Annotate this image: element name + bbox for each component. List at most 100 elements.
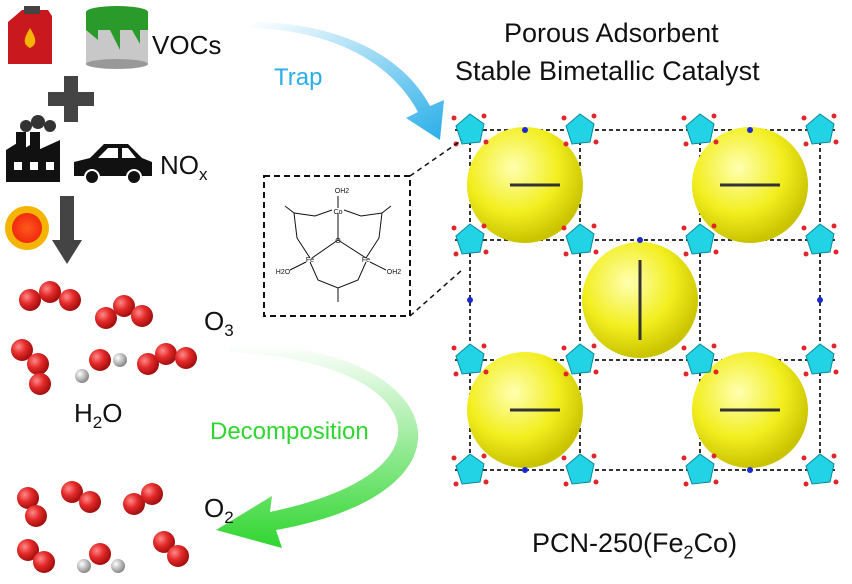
inset-o-center: O bbox=[335, 238, 341, 245]
oxygen-atom bbox=[563, 371, 569, 377]
oxygen-atom bbox=[833, 139, 839, 145]
ozone-molecules bbox=[11, 281, 197, 395]
nitrogen-atom bbox=[637, 237, 643, 243]
oxygen-atom bbox=[801, 345, 807, 351]
fuel-can-icon bbox=[8, 6, 52, 64]
oxygen-atom bbox=[453, 481, 459, 487]
oxygen-atom bbox=[831, 223, 837, 229]
oxygen-atom bbox=[561, 345, 567, 351]
oxygen-atom bbox=[591, 453, 597, 459]
metal-cluster bbox=[685, 223, 715, 255]
oxygen-atom bbox=[711, 113, 717, 119]
vocs-label: VOCs bbox=[152, 30, 222, 60]
metal-cluster bbox=[805, 223, 835, 255]
metal-cluster bbox=[565, 113, 595, 145]
oxygen-atom bbox=[683, 481, 689, 487]
material-post: Co) bbox=[693, 528, 738, 558]
oxygen-atom bbox=[593, 479, 599, 485]
oxygen-atom bbox=[681, 225, 687, 231]
oxygen-atom bbox=[563, 141, 569, 147]
oxygen-atom bbox=[451, 115, 457, 121]
oxygen-atom bbox=[713, 139, 719, 145]
inset-fe-right: Fe bbox=[362, 257, 370, 264]
metal-cluster bbox=[455, 343, 485, 375]
mof-lattice bbox=[451, 113, 839, 487]
nox-sub: x bbox=[199, 165, 208, 185]
oxygen-atom bbox=[803, 481, 809, 487]
paint-bucket-icon bbox=[86, 6, 148, 69]
metal-cluster bbox=[455, 453, 485, 485]
metal-cluster-inset: OH2 Co Fe Fe H2O OH2 O bbox=[263, 139, 463, 317]
oxygen-atom bbox=[681, 345, 687, 351]
decomposition-label: Decomposition bbox=[210, 418, 369, 445]
oxygen-atom bbox=[803, 371, 809, 377]
oxygen-atom bbox=[451, 455, 457, 461]
oxygen-atom bbox=[591, 343, 597, 349]
o3-sub: 3 bbox=[224, 321, 234, 341]
nitrogen-atom bbox=[522, 127, 528, 133]
oxygen-atom bbox=[831, 343, 837, 349]
plus-icon bbox=[48, 76, 94, 122]
oxygen-atom bbox=[561, 225, 567, 231]
metal-cluster bbox=[455, 113, 485, 145]
oxygen-molecules bbox=[17, 481, 189, 573]
inset-fe-left: Fe bbox=[306, 257, 314, 264]
oxygen-atom bbox=[833, 479, 839, 485]
oxygen-atom bbox=[713, 479, 719, 485]
oxygen-atom bbox=[453, 251, 459, 257]
oxygen-atom bbox=[593, 249, 599, 255]
water-molecule bbox=[75, 349, 127, 383]
trap-arrow bbox=[250, 22, 444, 140]
oxygen-atom bbox=[683, 141, 689, 147]
sun-icon bbox=[5, 206, 49, 250]
oxygen-atom bbox=[801, 225, 807, 231]
o2-sub: 2 bbox=[224, 508, 234, 528]
metal-cluster bbox=[685, 343, 715, 375]
inset-co: Co bbox=[334, 209, 343, 216]
oxygen-atom bbox=[483, 369, 489, 375]
inset-oh2-right: OH2 bbox=[387, 269, 402, 276]
h2o-sub: 2 bbox=[92, 413, 103, 433]
metal-cluster bbox=[805, 453, 835, 485]
nitrogen-atom bbox=[747, 127, 753, 133]
oxygen-atom bbox=[803, 251, 809, 257]
oxygen-atom bbox=[481, 223, 487, 229]
nitrogen-atom bbox=[522, 467, 528, 473]
oxygen-atom bbox=[451, 225, 457, 231]
oxygen-atom bbox=[591, 223, 597, 229]
oxygen-atom bbox=[481, 453, 487, 459]
nox-label: NOx bbox=[160, 150, 208, 185]
h2o-o: O bbox=[102, 398, 123, 428]
material-pre: PCN-250(Fe bbox=[532, 528, 684, 558]
oxygen-atom bbox=[833, 369, 839, 375]
oxygen-atom bbox=[711, 343, 717, 349]
oxygen-atom bbox=[453, 371, 459, 377]
oxygen-atom bbox=[711, 223, 717, 229]
oxygen-atom bbox=[801, 115, 807, 121]
o3-main: O bbox=[204, 306, 225, 336]
oxygen-atom bbox=[563, 251, 569, 257]
oxygen-atom bbox=[833, 249, 839, 255]
h2o-label: H2O bbox=[74, 398, 122, 433]
oxygen-atom bbox=[713, 249, 719, 255]
metal-cluster bbox=[805, 343, 835, 375]
o2-main: O bbox=[204, 493, 225, 523]
oxygen-atom bbox=[681, 115, 687, 121]
oxygen-atom bbox=[803, 141, 809, 147]
oxygen-atom bbox=[683, 251, 689, 257]
o2-label: O2 bbox=[204, 493, 234, 528]
oxygen-atom bbox=[683, 371, 689, 377]
oxygen-atom bbox=[593, 139, 599, 145]
h2o-h: H bbox=[74, 398, 93, 428]
metal-cluster bbox=[455, 223, 485, 255]
inset-h2o-left: H2O bbox=[276, 269, 291, 276]
nitrogen-atom bbox=[747, 467, 753, 473]
oxygen-atom bbox=[713, 369, 719, 375]
o3-label: O3 bbox=[204, 306, 234, 341]
oxygen-atom bbox=[483, 249, 489, 255]
title-line-2: Stable Bimetallic Catalyst bbox=[455, 56, 760, 86]
metal-cluster bbox=[565, 453, 595, 485]
inset-oh2-top: OH2 bbox=[335, 188, 350, 195]
metal-cluster bbox=[565, 223, 595, 255]
